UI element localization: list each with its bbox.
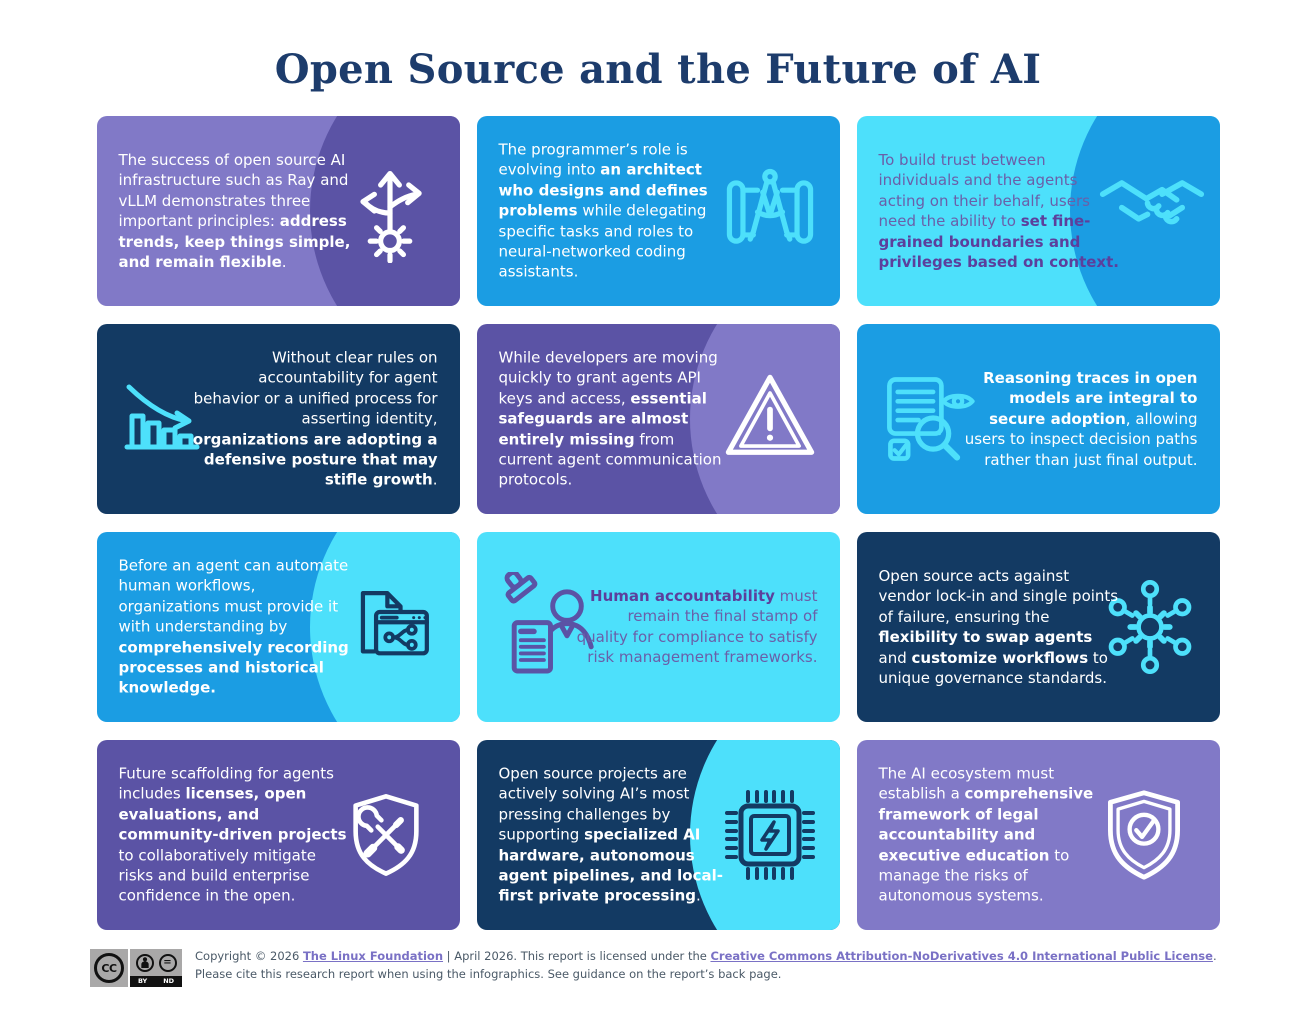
card-accent-blob [689, 324, 840, 514]
card-9: Open source acts against vendor lock-in … [856, 532, 1220, 722]
card-text: To build trust between individuals and t… [878, 150, 1119, 271]
card-11: Open source projects are actively solvin… [476, 740, 840, 930]
chip-bolt-icon [720, 785, 820, 885]
cc-badge-strip: BY ND [130, 976, 182, 987]
footer-link[interactable]: Creative Commons Attribution-NoDerivativ… [710, 949, 1213, 963]
warning-triangle-icon [718, 367, 822, 471]
cc-badge-left: CC [90, 949, 128, 987]
card-text: While developers are moving quickly to g… [498, 348, 722, 489]
card-text: Future scaffolding for agents includes l… [118, 764, 347, 905]
cc-badge-right: = BY ND [130, 949, 182, 987]
card-5: While developers are moving quickly to g… [476, 324, 840, 514]
cc-by-person-icon [135, 953, 154, 972]
cc-icon: CC [94, 953, 124, 983]
card-12: The AI ecosystem must establish a compre… [856, 740, 1220, 930]
compass-icon [718, 159, 822, 263]
card-text: Open source acts against vendor lock-in … [878, 566, 1119, 687]
card-6: Reasoning traces in open models are inte… [856, 324, 1220, 514]
cc-nd-label: ND [163, 977, 175, 986]
shield-tools-icon [340, 789, 432, 881]
card-text: Without clear rules on accountability fo… [192, 348, 438, 489]
card-1: The success of open source AI infrastruc… [96, 116, 460, 306]
footer-link[interactable]: The Linux Foundation [302, 949, 444, 963]
cc-by-label: BY [137, 977, 148, 986]
cc-license-badge: CC = BY ND [90, 949, 182, 987]
footer: CC = BY ND Copyright © 2026 The Linux Fo… [90, 947, 1316, 987]
footer-text: Copyright © 2026 The Linux Foundation | … [195, 947, 1217, 983]
cards-grid: The success of open source AI infrastruc… [96, 116, 1220, 930]
card-8: Human accountability must remain the fin… [476, 532, 840, 722]
card-4: Without clear rules on accountability fo… [96, 324, 460, 514]
cc-badge-icons: = [130, 949, 182, 976]
card-3: To build trust between individuals and t… [856, 116, 1220, 306]
card-text: The success of open source AI infrastruc… [118, 150, 351, 271]
card-2: The programmer’s role is evolving into a… [476, 116, 840, 306]
card-text: Before an agent can automate human workf… [118, 556, 349, 697]
cc-nd-equals-icon: = [158, 953, 177, 972]
card-7: Before an agent can automate human workf… [96, 532, 460, 722]
card-text: Reasoning traces in open models are inte… [964, 369, 1198, 469]
card-10: Future scaffolding for agents includes l… [96, 740, 460, 930]
card-accent-blob [1069, 116, 1220, 306]
copyright-line: Copyright © 2026 The Linux Foundation | … [195, 949, 1217, 963]
page-title: Open Source and the Future of AI [274, 46, 1042, 93]
card-text: Open source projects are actively solvin… [498, 764, 723, 905]
branch-arrows-icon [338, 159, 442, 263]
citation-line: Please cite this research report when us… [195, 967, 782, 981]
card-text: The programmer’s role is evolving into a… [498, 140, 708, 281]
card-text: The AI ecosystem must establish a compre… [878, 764, 1094, 905]
window-flow-icon [346, 580, 440, 674]
card-text: Human accountability must remain the fin… [576, 587, 818, 667]
